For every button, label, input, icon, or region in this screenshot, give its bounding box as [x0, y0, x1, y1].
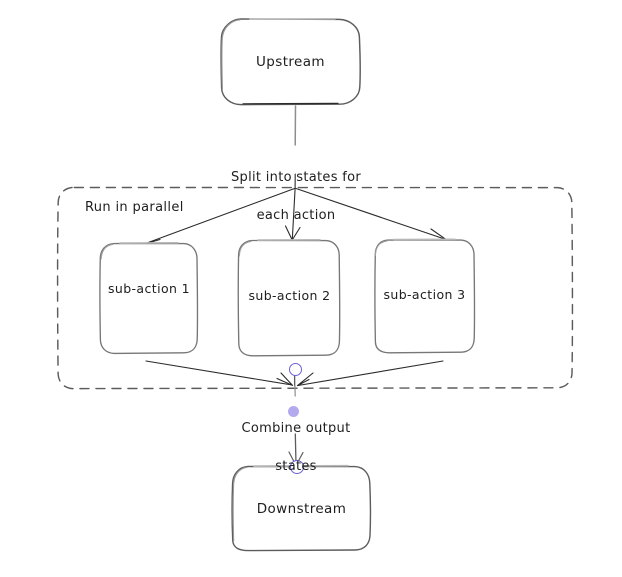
downstream-anchor-ring: [290, 460, 304, 474]
combine-edge-label: Combine output states: [216, 401, 376, 495]
edge-sub-action-1-to-combine: [145, 360, 294, 386]
node-sub-action-1[interactable]: [100, 243, 198, 354]
node-sub-action-1-shape[interactable]: [99, 242, 199, 355]
edge-sub-action-3-to-combine: [296, 360, 444, 387]
node-upstream[interactable]: [221, 19, 360, 105]
node-upstream-shape[interactable]: [220, 18, 361, 106]
group-parallel-container[interactable]: [56, 186, 574, 390]
combine-label-accent-dot: [288, 406, 299, 417]
split-edge-label-line1: Split into states for: [230, 169, 361, 185]
node-sub-action-2-shape[interactable]: [237, 239, 341, 357]
split-edge-label: Split into states for each action: [196, 150, 396, 244]
node-sub-action-3[interactable]: [375, 240, 475, 353]
node-downstream[interactable]: [232, 466, 371, 551]
combine-edge-label-line2: states: [275, 458, 317, 474]
combine-edge-label-line1: Combine output: [241, 420, 351, 436]
node-sub-action-2[interactable]: [238, 240, 340, 356]
combine-anchor-ring: [289, 363, 302, 376]
split-edge-label-line2: each action: [256, 207, 336, 223]
node-sub-action-3-shape[interactable]: [374, 238, 476, 354]
group-parallel-label: Run in parallel: [85, 200, 184, 215]
